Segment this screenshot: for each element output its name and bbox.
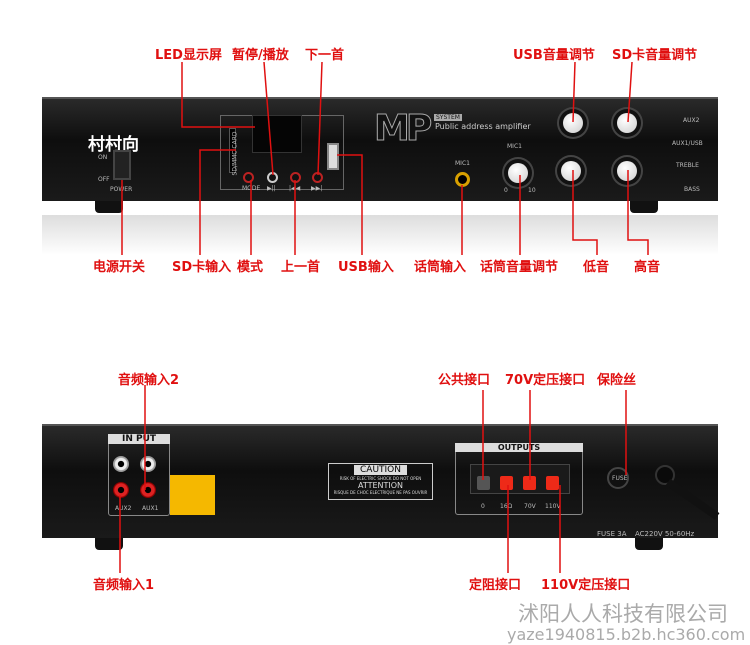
- aux1-rear-label: AUX1: [142, 505, 159, 512]
- term-label: 0: [481, 503, 485, 510]
- power-switch[interactable]: [113, 150, 131, 180]
- usb-volume-knob[interactable]: [563, 113, 583, 133]
- power-label: POWER: [110, 186, 133, 193]
- attention-text: ATTENTION: [357, 481, 404, 490]
- aux2-white-jack[interactable]: [113, 456, 129, 472]
- mode-button[interactable]: [243, 172, 254, 183]
- label-usb-volume: USB音量调节: [513, 48, 595, 63]
- label-mic-input: 话筒输入: [414, 260, 467, 275]
- label-audio-in-2: 音频输入2: [118, 373, 180, 388]
- terminal-110v[interactable]: [546, 476, 559, 490]
- fuse-label: FUSE 3A: [597, 530, 627, 538]
- label-mode: 模式: [237, 260, 264, 275]
- foot: [630, 201, 658, 213]
- aux1-white-jack[interactable]: [140, 456, 156, 472]
- foot: [95, 201, 123, 213]
- sd-volume-knob[interactable]: [617, 113, 637, 133]
- label-power-switch: 电源开关: [93, 260, 146, 275]
- mic-knob-label: MIC1: [507, 143, 522, 150]
- outputs-title: OUTPUTS: [455, 443, 583, 452]
- caution-sub: RISK OF ELECTRIC SHOCK DO NOT OPEN: [339, 476, 422, 481]
- term-label: 16Ω: [500, 503, 513, 510]
- label-common: 公共接口: [438, 373, 491, 388]
- watermark-url: yaze1940815.b2b.hc360.com: [507, 625, 746, 644]
- scale-max: 10: [528, 187, 536, 194]
- term-label: 70V: [524, 503, 536, 510]
- caution-text: CAUTION: [354, 465, 407, 475]
- foot: [635, 538, 663, 550]
- aux2-rear-label: AUX2: [115, 505, 132, 512]
- label-audio-in-1: 音频输入1: [93, 578, 155, 593]
- label-fuse: 保险丝: [597, 373, 637, 388]
- bass-label: BASS: [684, 186, 700, 193]
- terminal-0[interactable]: [477, 476, 490, 490]
- label-next: 下一首: [305, 48, 345, 63]
- treble-label: TREBLE: [676, 162, 699, 169]
- attention-sub: RISQUE DE CHOC ELECTRIQUE NE PAS OUVRIR: [333, 490, 428, 495]
- watermark-company: 沭阳人人科技有限公司: [518, 602, 728, 626]
- aux2-label: AUX2: [683, 117, 700, 124]
- scale-min: 0: [504, 187, 508, 194]
- label-sd-input: SD卡输入: [172, 260, 232, 275]
- aux1-red-jack[interactable]: [140, 482, 156, 498]
- mic-volume-knob[interactable]: [508, 163, 528, 183]
- label-bass: 低音: [583, 260, 610, 275]
- label-prev: 上一首: [281, 260, 321, 275]
- caution-box: CAUTION RISK OF ELECTRIC SHOCK DO NOT OP…: [328, 463, 433, 500]
- front-panel: [42, 97, 718, 201]
- ac-label: AC220V 50-60Hz: [635, 530, 695, 538]
- label-sd-volume: SD卡音量调节: [612, 48, 698, 63]
- front-reflection: [42, 215, 718, 255]
- play-label: ▶||: [267, 185, 276, 192]
- terminal-70v[interactable]: [523, 476, 536, 490]
- product-sticker: [170, 475, 215, 515]
- foot: [95, 538, 123, 550]
- treble-knob[interactable]: [617, 161, 637, 181]
- bass-knob[interactable]: [561, 161, 581, 181]
- fuse-cap-label: FUSE: [612, 475, 628, 482]
- on-label: ON: [98, 154, 108, 161]
- next-label: ▶▶|: [311, 185, 323, 192]
- label-mic-volume: 话筒音量调节: [480, 260, 559, 275]
- subtitle: Public address amplifier: [435, 122, 531, 131]
- aux2-red-jack[interactable]: [113, 482, 129, 498]
- terminal-16ohm[interactable]: [500, 476, 513, 490]
- label-impedance: 定阻接口: [469, 578, 522, 593]
- aux1-usb-label: AUX1/USB: [672, 140, 703, 147]
- input-title: IN PUT: [108, 434, 170, 444]
- label-70v: 70V定压接口: [505, 373, 586, 388]
- mp-logo: MP: [373, 108, 432, 150]
- label-treble: 高音: [634, 260, 661, 275]
- logo-tag: SYSTEM: [434, 114, 462, 121]
- label-play-pause: 暂停/播放: [232, 48, 289, 63]
- term-label: 110V: [545, 503, 561, 510]
- label-110v: 110V定压接口: [541, 578, 631, 593]
- mic-jack-label: MIC1: [455, 160, 470, 167]
- off-label: OFF: [98, 176, 110, 183]
- usb-port[interactable]: [327, 143, 339, 170]
- label-led-display: LED显示屏: [155, 48, 222, 63]
- fuse-holder[interactable]: [607, 467, 629, 489]
- led-display: [252, 115, 302, 153]
- label-usb-input: USB输入: [338, 260, 394, 275]
